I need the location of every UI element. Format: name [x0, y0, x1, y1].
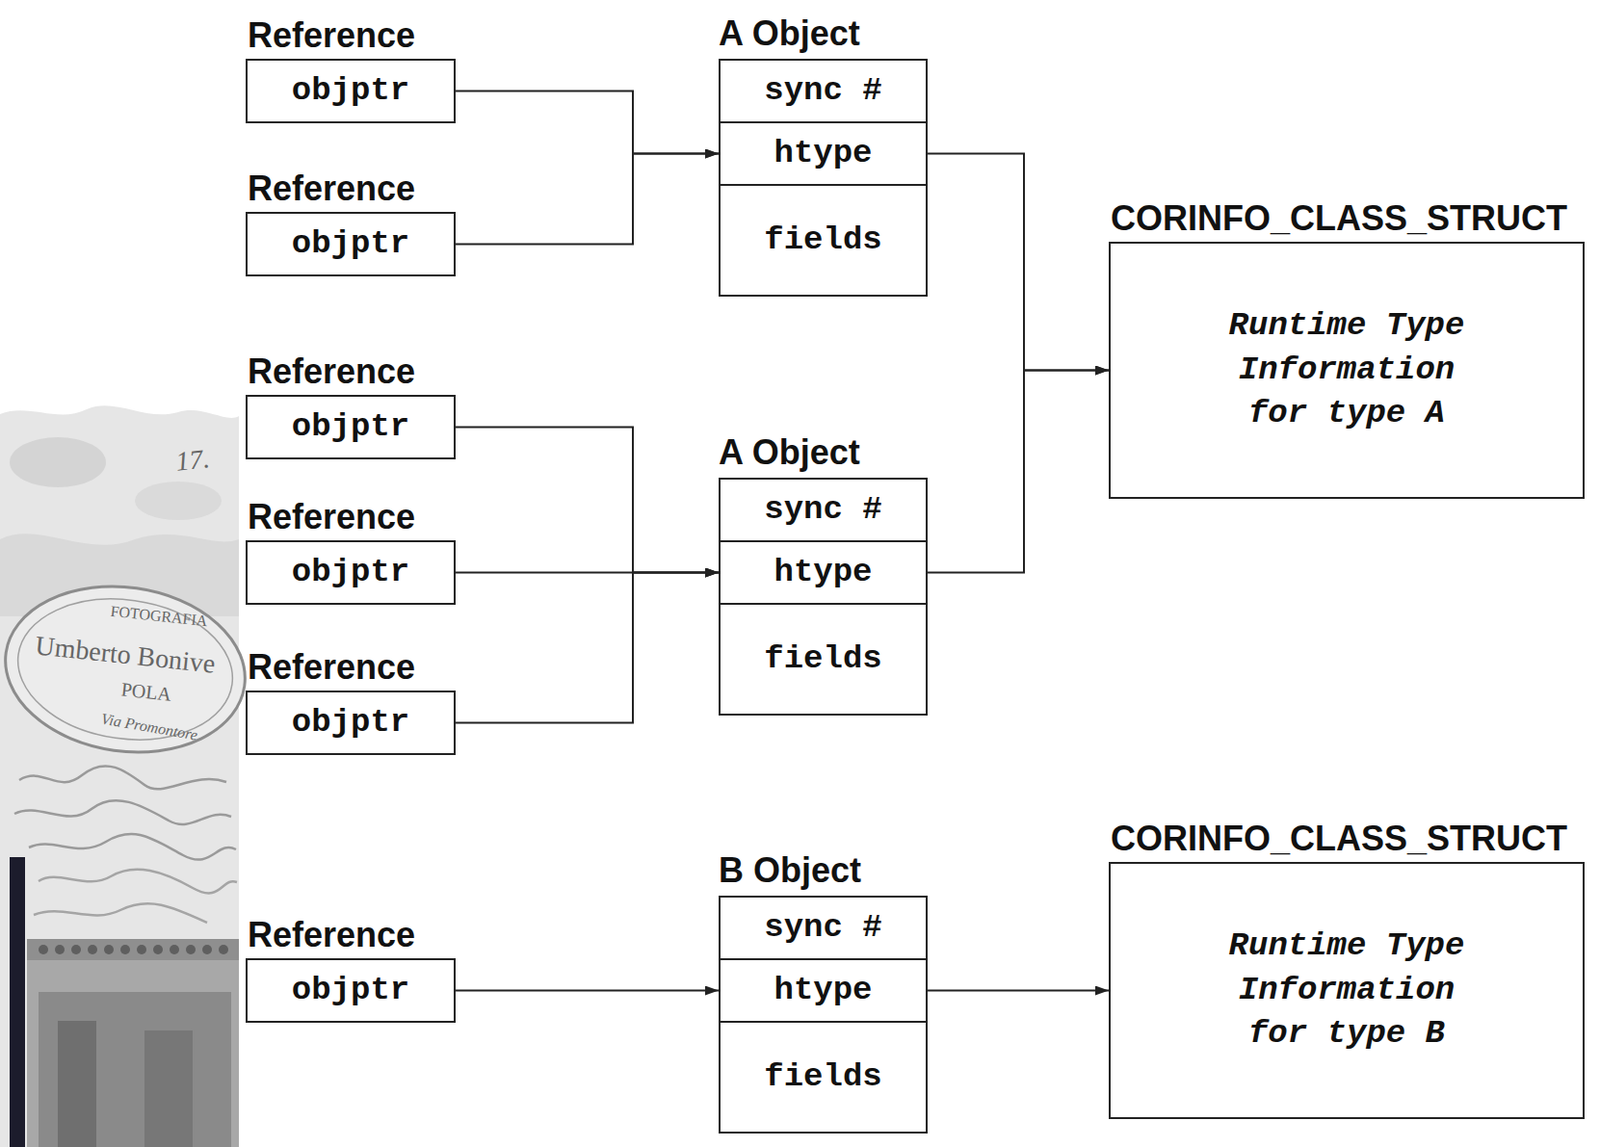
box-heading: A Object	[718, 16, 861, 52]
box-text: fields	[763, 639, 882, 680]
box-text: sync #	[763, 908, 882, 948]
reference-box: Referenceobjptr	[245, 690, 456, 756]
object-field-cell: htype	[718, 540, 928, 605]
box-heading: Reference	[247, 18, 416, 53]
pointer-arrow	[455, 91, 719, 155]
box-text: Runtime Type Information for type A	[1220, 304, 1473, 438]
pointer-arrow	[927, 990, 1109, 993]
box-text: htype	[773, 552, 872, 593]
box-text: objptr	[291, 224, 410, 264]
box-text: objptr	[291, 552, 410, 593]
box-text: Runtime Type Information for type B	[1220, 924, 1473, 1058]
pointer-arrow	[455, 990, 719, 993]
box-heading: Reference	[247, 918, 416, 953]
type-info-box: CORINFO_CLASS_STRUCTRuntime Type Informa…	[1108, 241, 1585, 499]
object-field-cell: sync #	[718, 895, 928, 961]
reference-box: Referenceobjptr	[245, 540, 456, 605]
box-text: sync #	[763, 490, 882, 530]
pointer-arrow	[927, 154, 1109, 371]
reference-box: Referenceobjptr	[245, 211, 456, 277]
box-text: htype	[773, 133, 872, 174]
box-heading: CORINFO_CLASS_STRUCT	[1110, 201, 1568, 237]
box-text: objptr	[291, 970, 410, 1011]
object-field-cell: fields	[718, 1021, 928, 1134]
box-text: htype	[773, 970, 872, 1011]
box-text: sync #	[763, 71, 882, 111]
object-field-cell: sync #	[718, 477, 928, 543]
type-info-box: CORINFO_CLASS_STRUCTRuntime Type Informa…	[1108, 862, 1585, 1120]
box-text: fields	[763, 220, 882, 261]
box-text: fields	[763, 1057, 882, 1098]
pointer-arrow	[927, 370, 1109, 574]
watermark-text: POLA	[120, 679, 173, 704]
watermark-text: 17.	[174, 445, 211, 476]
object-field-cell: htype	[718, 121, 928, 186]
object-field-cell: fields	[718, 603, 928, 716]
pointer-arrow	[455, 427, 719, 574]
reference-box: Referenceobjptr	[245, 58, 456, 124]
box-heading: Reference	[247, 354, 416, 390]
box-heading: Reference	[247, 499, 416, 535]
box-heading: A Object	[718, 435, 861, 471]
object-box: B Objectsync #htypefields	[718, 895, 928, 1134]
object-box: A Objectsync #htypefields	[718, 477, 928, 716]
reference-box: Referenceobjptr	[245, 394, 456, 460]
object-field-cell: fields	[718, 183, 928, 297]
pointer-arrow	[455, 573, 719, 724]
box-heading: CORINFO_CLASS_STRUCT	[1110, 821, 1568, 857]
object-field-cell: sync #	[718, 58, 928, 124]
box-heading: B Object	[718, 853, 862, 889]
box-heading: Reference	[247, 650, 416, 685]
box-text: objptr	[291, 71, 410, 111]
object-field-cell: htype	[718, 958, 928, 1023]
box-heading: Reference	[247, 171, 416, 207]
box-text: objptr	[291, 703, 410, 743]
reference-box: Referenceobjptr	[245, 958, 456, 1023]
pointer-arrow	[455, 154, 719, 245]
box-text: objptr	[291, 407, 410, 447]
object-box: A Objectsync #htypefields	[718, 58, 928, 297]
